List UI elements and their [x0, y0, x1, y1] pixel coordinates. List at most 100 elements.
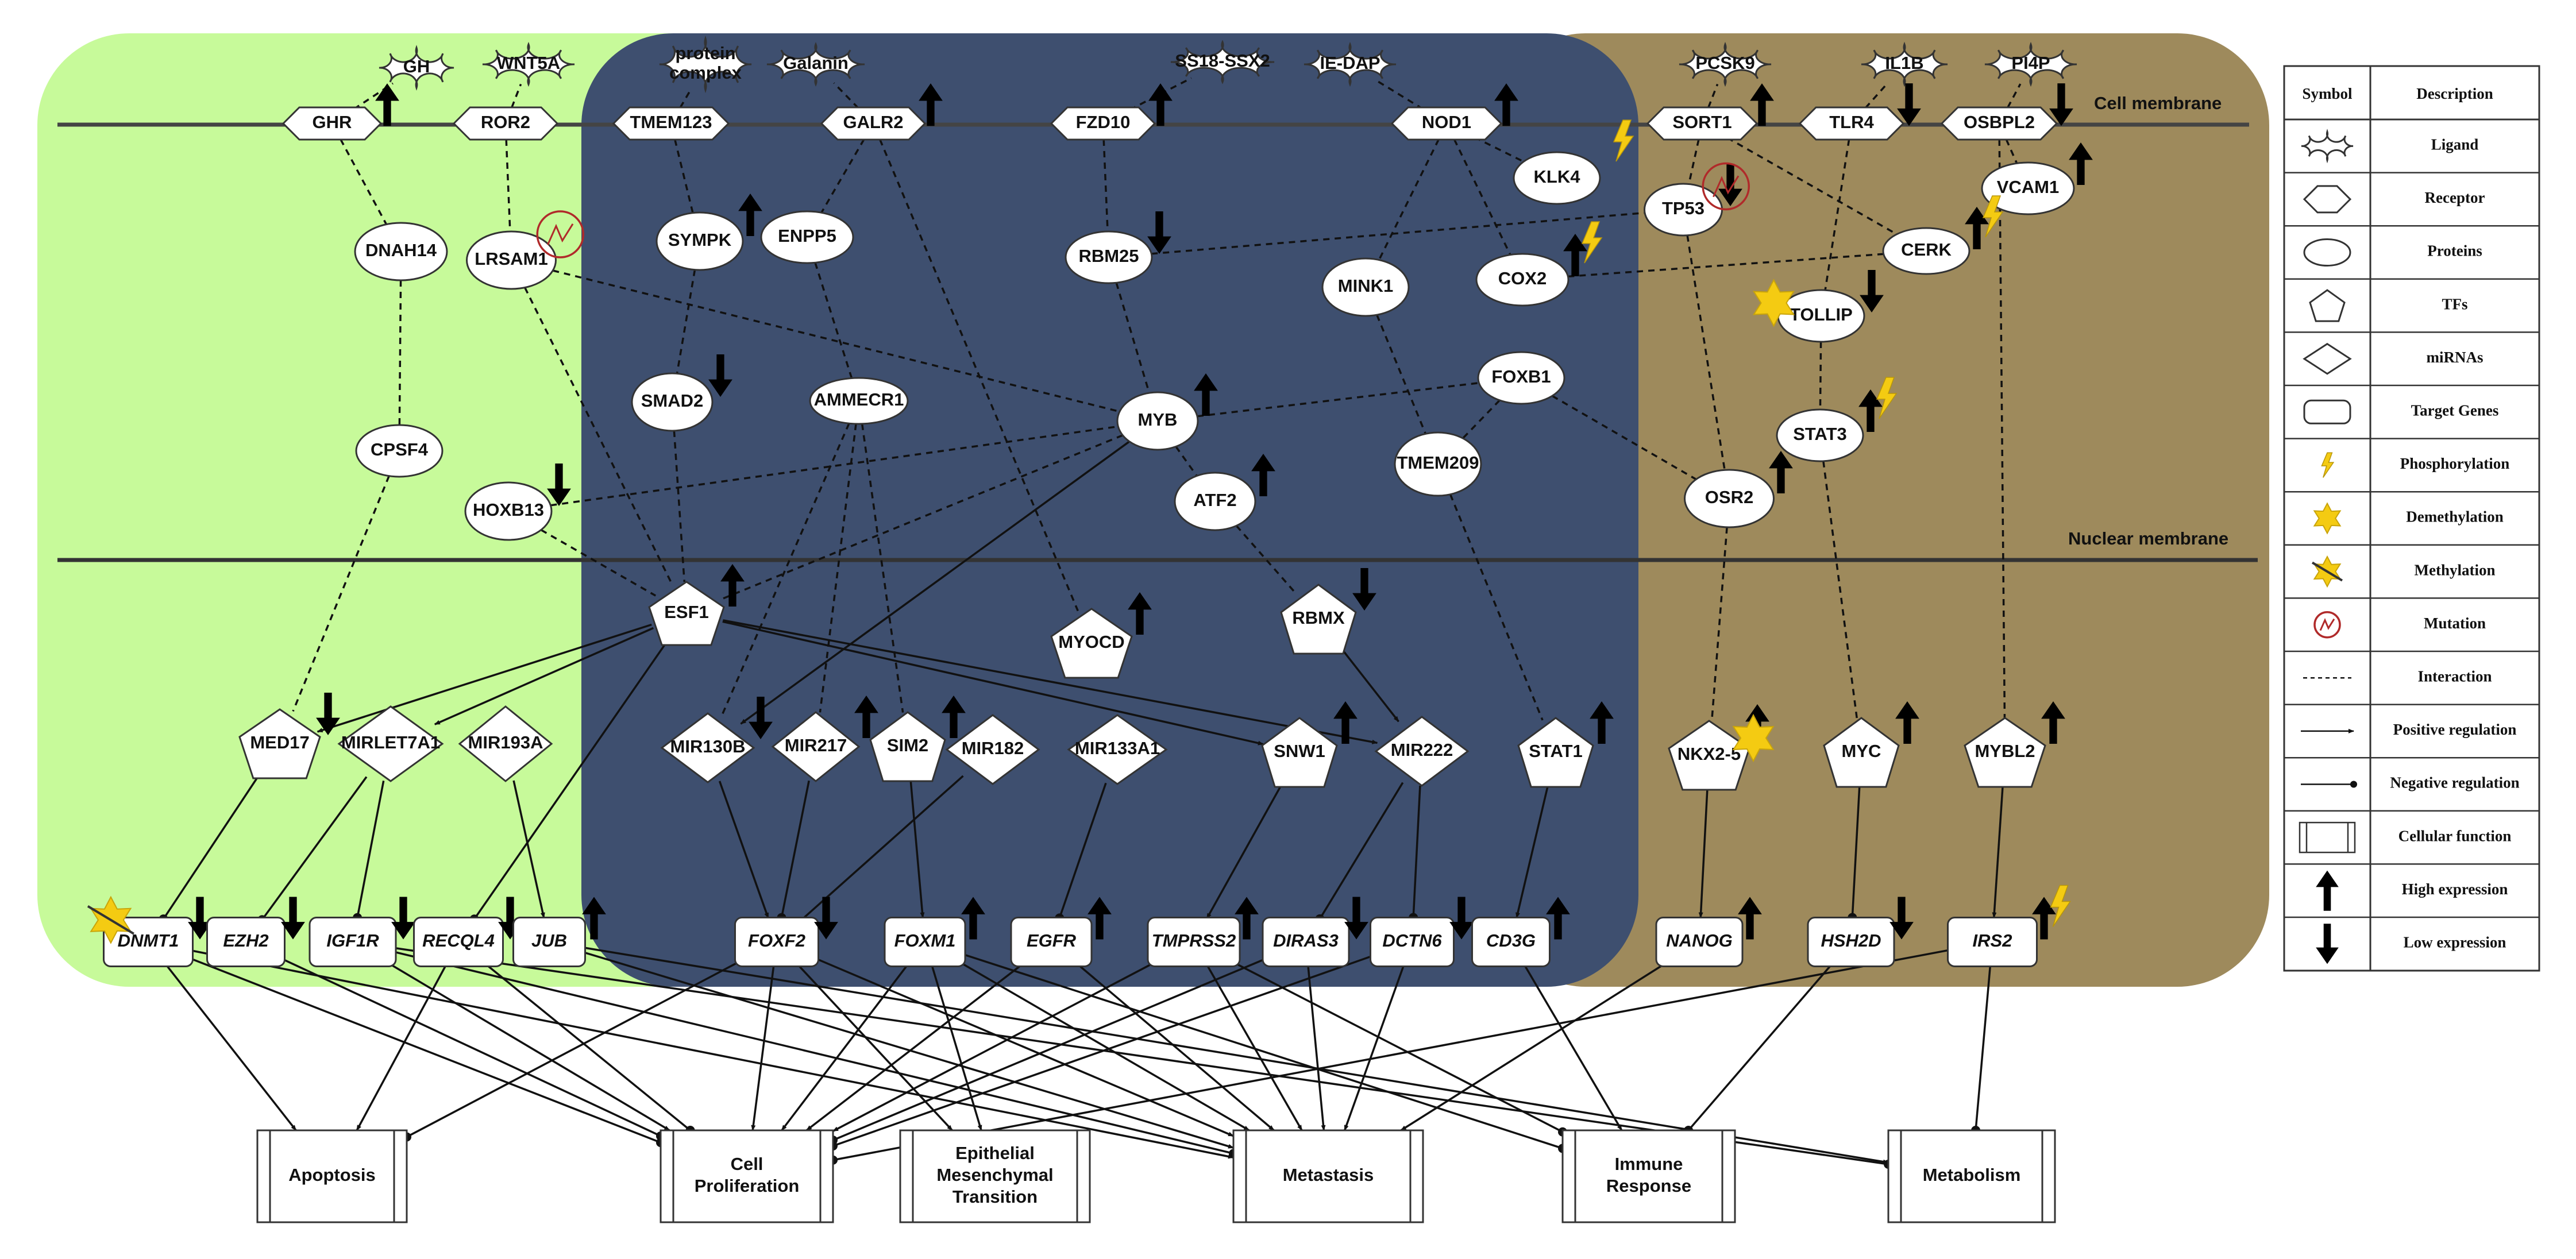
node-label: VCAM1	[1997, 177, 2060, 197]
methylation-strike-line	[2311, 561, 2343, 582]
node-label: CD3G	[1486, 930, 1536, 951]
mutation-zigzag	[547, 223, 574, 245]
low-expression-arrow-icon	[814, 897, 838, 940]
legend-description: TFs	[2442, 295, 2467, 312]
rect-shape	[206, 917, 286, 967]
node-label: SNW1	[1274, 741, 1325, 761]
function-box	[899, 1129, 1091, 1223]
node-label: ROR2	[481, 112, 530, 132]
edge-galr2-to-enpp5	[820, 138, 865, 214]
edge-esf1-to-snw1	[722, 620, 1264, 746]
node-tlr4: TLR4	[1798, 83, 1921, 141]
hex-shape	[1390, 106, 1503, 141]
legend-phosphorylation-icon	[2321, 452, 2335, 478]
rect-shape	[1010, 917, 1093, 967]
node-tmprss2: TMPRSS2	[1147, 897, 1259, 967]
node-label: MIRLET7A1	[341, 732, 440, 752]
node-label: ESF1	[664, 602, 709, 622]
legend-row-high-expression: High expression	[2284, 870, 2539, 918]
legend-description: Demethylation	[2406, 508, 2503, 526]
edge-cpsf4-to-med17	[292, 476, 390, 712]
legend-row-positive-regulation: Positive regulation	[2284, 721, 2539, 759]
node-myb: MYB	[1116, 373, 1218, 451]
node-myocd: MYOCD	[1050, 592, 1152, 679]
cloud-shape	[1679, 41, 1772, 87]
node-hoxb13: HOXB13	[464, 463, 571, 541]
edge-jub-to-metab	[584, 947, 1889, 1164]
legend-description: miRNAs	[2427, 349, 2484, 366]
node-esf1: ESF1	[648, 563, 745, 646]
edge-mir193a-to-jub	[512, 780, 545, 918]
node-label: LRSAM1	[475, 249, 547, 269]
node-osbpl2: OSBPL2	[1940, 83, 2073, 141]
node-atf2: ATF2	[1174, 453, 1275, 531]
node-igf1r: IGF1R	[308, 897, 415, 967]
ellipse-shape	[464, 481, 553, 541]
diam-shape	[660, 712, 755, 783]
legend-row-target-genes: Target Genes	[2284, 399, 2539, 439]
phosphorylation-bolt-icon	[1581, 221, 1603, 264]
node-label: DIRAS3	[1273, 930, 1339, 951]
edge-nod1-to-cox2	[1453, 138, 1511, 256]
function-metastasis: Metastasis	[1232, 1129, 1424, 1223]
edge-osbpl2-to-pi4p	[2007, 83, 2022, 109]
node-label: FOXM1	[894, 930, 956, 951]
ellipse-shape	[1475, 253, 1569, 307]
low-expression-arrow-icon	[391, 897, 415, 940]
low-expression-arrow-icon	[708, 354, 732, 397]
edge-mybl2-to-irs2	[1992, 786, 2004, 918]
node-mir217: MIR217	[771, 695, 878, 782]
edge-myb-to-esf1	[719, 434, 1123, 601]
edges-layer	[159, 77, 2022, 1169]
high-expression-arrow-icon	[854, 695, 878, 739]
function-metabolism: Metabolism	[1887, 1129, 2056, 1223]
legend-row-proteins: Proteins	[2284, 238, 2539, 280]
node-cd3g: CD3G	[1471, 897, 1570, 967]
node-wnt5a: WNT5A	[482, 41, 575, 87]
node-label: EGFR	[1027, 930, 1077, 951]
node-label: MYBL2	[1975, 741, 2035, 761]
diam-shape	[771, 711, 861, 782]
node-cerk: CERK	[1882, 195, 2004, 275]
low-expression-arrow-icon	[188, 897, 212, 940]
edge-ror2-to-wnt5a	[511, 83, 522, 108]
legend-row-negative-regulation: Negative regulation	[2284, 774, 2539, 812]
edge-foxm1-to-emt	[931, 966, 982, 1131]
function-box	[660, 1129, 834, 1223]
edge-foxm1-to-meta	[953, 957, 1250, 1131]
node-label: NANOG	[1666, 930, 1732, 951]
edge-recql4-to-prol	[483, 961, 695, 1135]
ellipse-shape	[1321, 257, 1410, 317]
cloud-shape	[1304, 41, 1397, 87]
edge-tp53-to-osr2	[1686, 235, 1726, 470]
edge-sort1-to-cerk	[1726, 137, 1898, 235]
mutation-ring	[1702, 162, 1750, 211]
node-label: FOXB1	[1491, 366, 1551, 387]
node-label: NKX2-5	[1678, 744, 1741, 764]
high-expression-arrow-icon	[1494, 83, 1518, 126]
node-mybl2: MYBL2	[1964, 701, 2065, 788]
function-box	[256, 1129, 408, 1223]
node-egfr: EGFR	[1010, 897, 1112, 967]
edge-tmem209-to-stat1	[1449, 494, 1544, 721]
legend-low-expression-icon	[2316, 924, 2339, 964]
legend-description: Low expression	[2404, 934, 2506, 951]
cloud-shape	[659, 35, 752, 94]
node-label: MYOCD	[1058, 632, 1124, 652]
function-apoptosis: Apoptosis	[256, 1129, 408, 1223]
pent-shape	[1280, 584, 1357, 655]
cloud-shape	[379, 45, 454, 91]
hex-shape	[452, 106, 559, 141]
edge-sort1-to-pcsk9	[1707, 83, 1719, 108]
edge-galr2-to-galanin	[833, 82, 859, 109]
legend-description: Mutation	[2424, 615, 2486, 632]
rect-shape	[1807, 917, 1895, 967]
high-expression-arrow-icon	[1738, 897, 1762, 940]
rect-shape	[1370, 917, 1455, 967]
methylation-star-icon	[87, 895, 134, 944]
low-expression-arrow-icon	[316, 692, 340, 736]
node-snw1: SNW1	[1261, 701, 1358, 788]
edge-dctn6-to-meta	[1343, 966, 1405, 1131]
low-expression-arrow-icon	[1860, 269, 1884, 313]
